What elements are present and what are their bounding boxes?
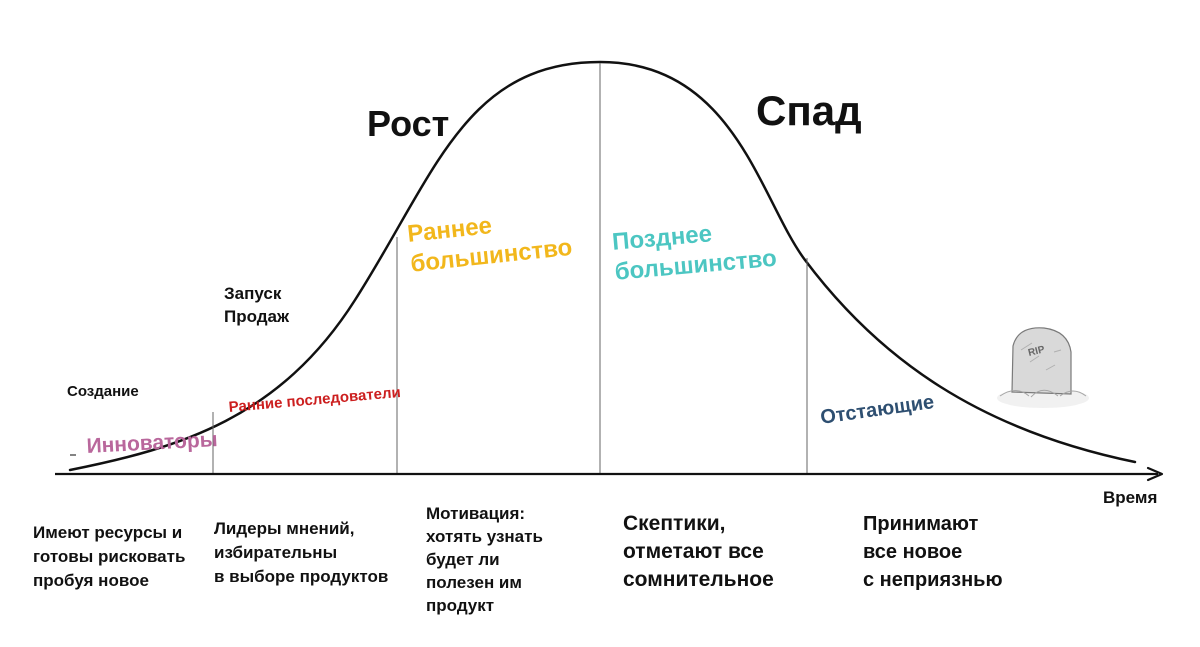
growth-stage-title: Рост [367,103,450,144]
tombstone-text: RIP [1027,344,1046,359]
laggards-description: Принимают все новое с неприязнью [863,513,1003,591]
axis-arrow-icon [1146,466,1164,482]
decline-stage-title: Спад [756,87,862,134]
late-majority-description: Скептики, отметают все сомнительное [623,512,774,591]
creation-label: Создание [67,383,139,400]
bell-curve [68,60,1137,472]
early-majority-description: Мотивация: хотять узнать будет ли полезе… [426,504,543,615]
time-axis-label: Время [1103,488,1158,507]
early-adopters-description: Лидеры мнений, избирательны в выборе про… [214,519,389,586]
sales-launch-label: Запуск Продаж [224,284,290,326]
innovators-description: Имеют ресурсы и готовы рисковать пробуя … [33,523,186,590]
tombstone-icon: RIP [997,327,1089,408]
